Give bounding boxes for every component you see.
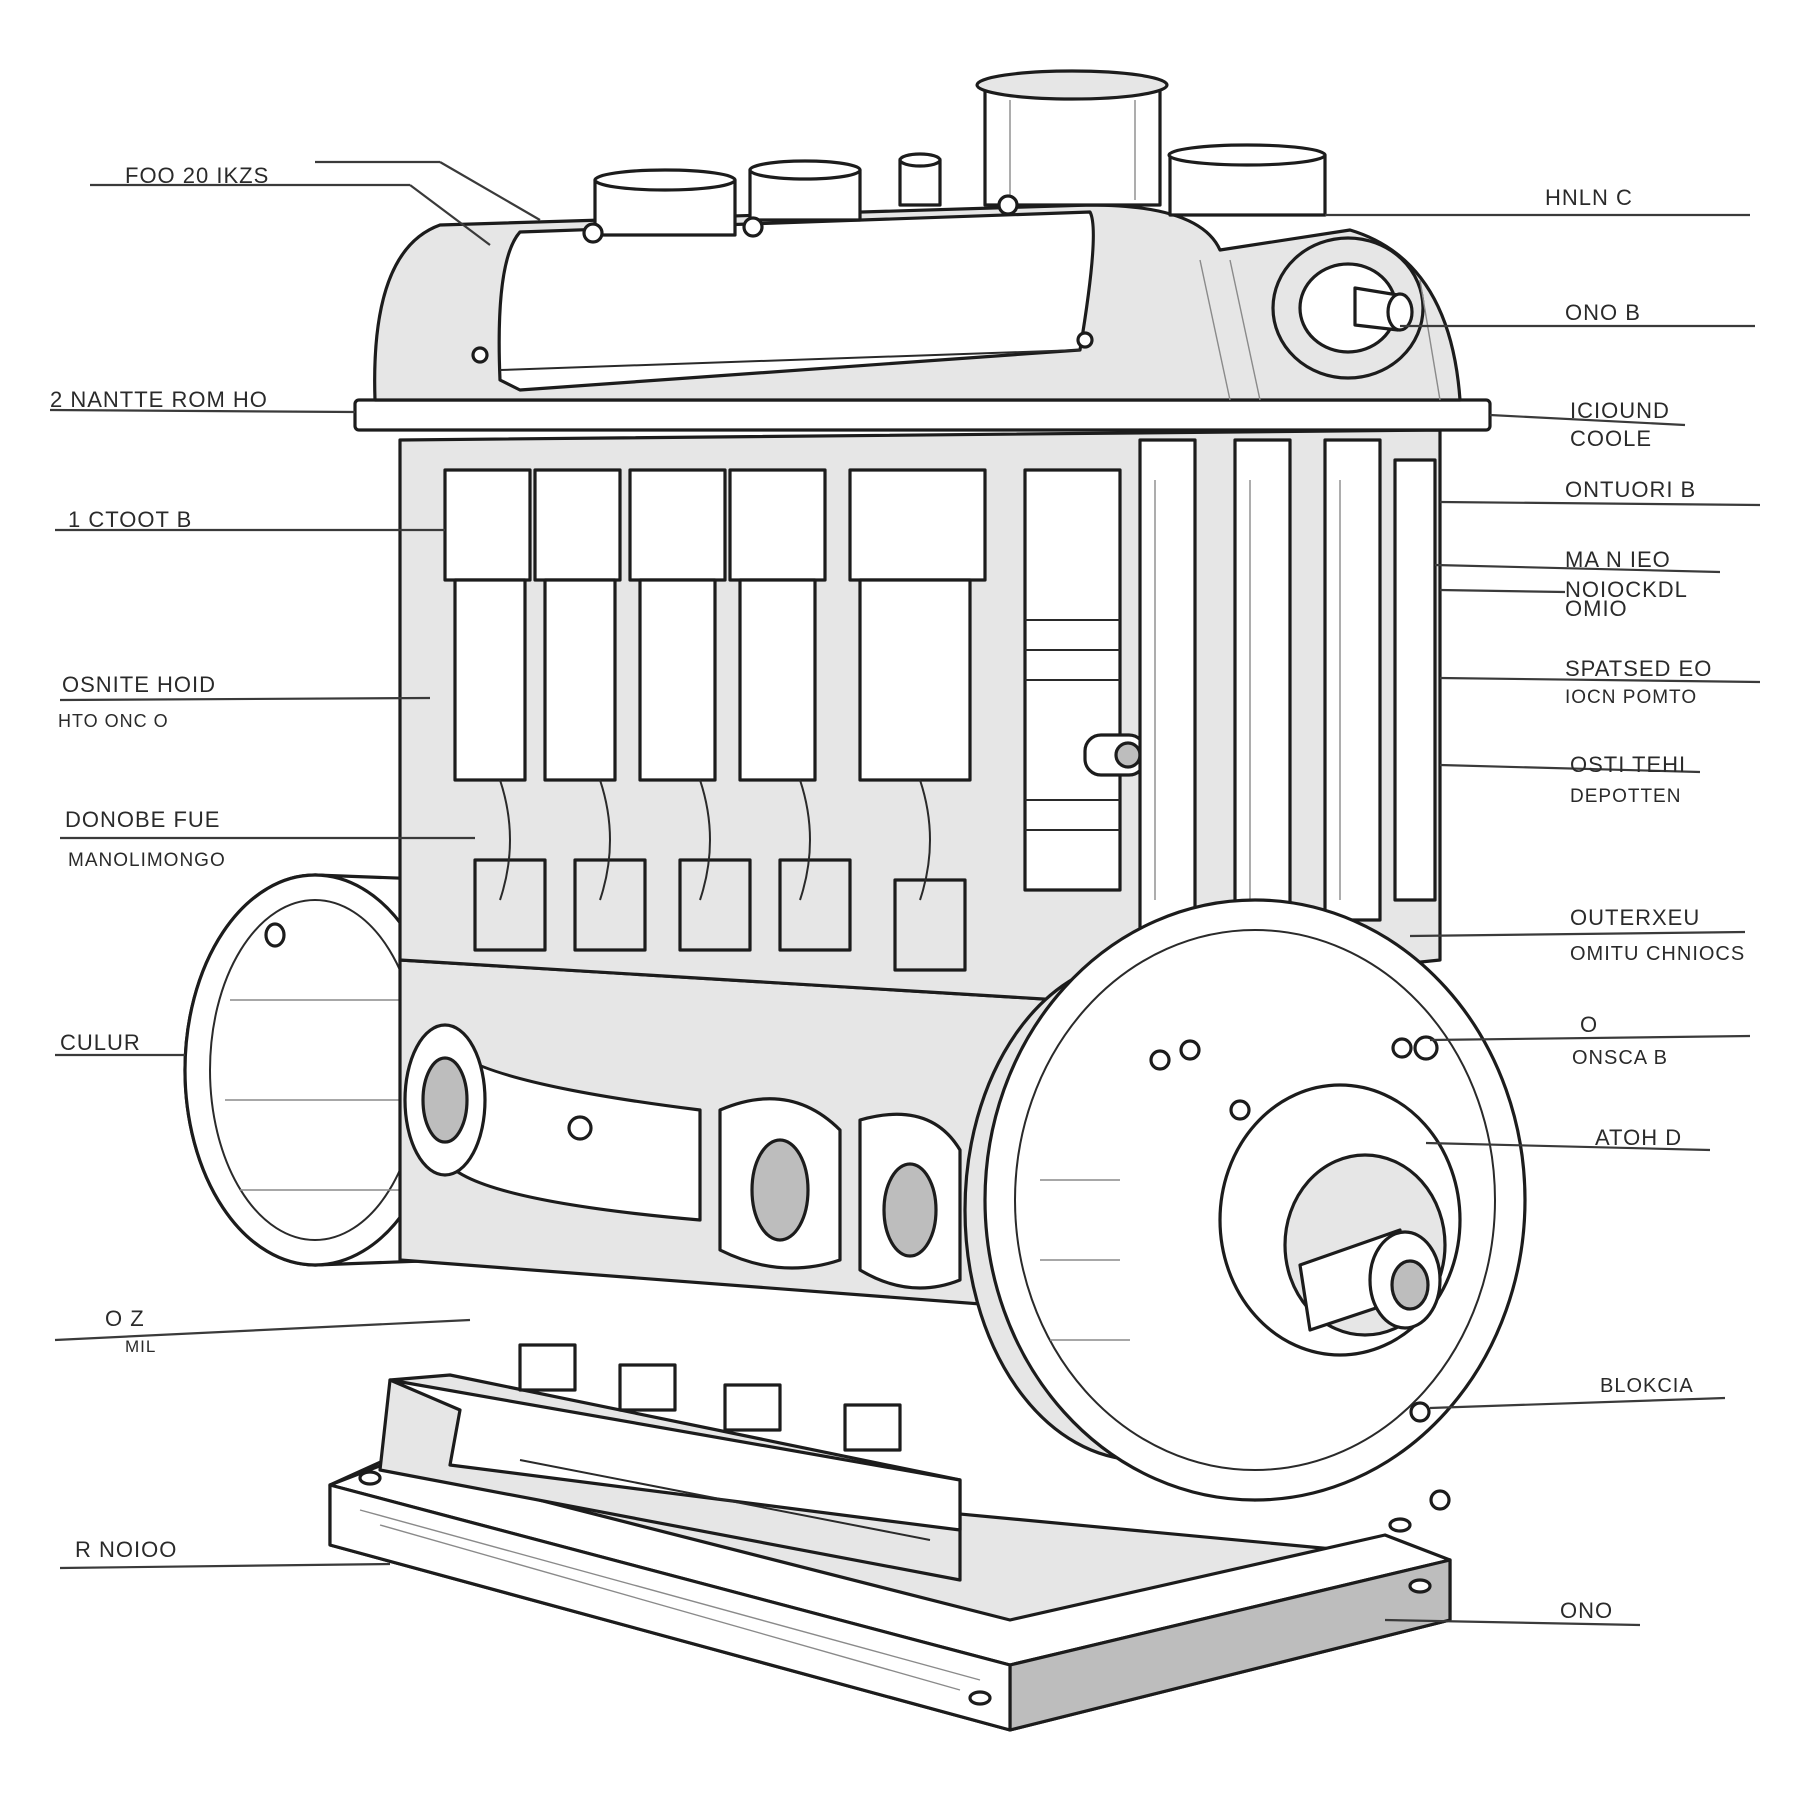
label-left-4b: HTO ONC O xyxy=(58,711,169,731)
label-left-4a: OSNITE HOID xyxy=(62,672,216,697)
leader-lines xyxy=(49,160,1761,1627)
label-left-3: 1 CTOOT B xyxy=(68,507,192,532)
label-right-9a: O xyxy=(1580,1012,1598,1037)
label-right-8a: OUTERXEU xyxy=(1570,905,1700,930)
label-left-7a: O Z xyxy=(105,1306,145,1331)
label-right-2: ONO B xyxy=(1565,300,1641,325)
sump xyxy=(378,1343,962,1582)
label-left-5b: MANOLIMONGO xyxy=(68,850,226,871)
base-plate xyxy=(328,1458,1452,1732)
label-right-4: ONTUORI B xyxy=(1565,477,1696,502)
crank-housing xyxy=(398,958,1062,1312)
label-right-6b: IOCN POMTO xyxy=(1565,687,1697,708)
label-left-1: FOO 20 IKZS xyxy=(125,163,269,188)
label-left-5a: DONOBE FUE xyxy=(65,807,220,832)
label-right-3b: COOLE xyxy=(1570,426,1652,451)
labels-left: FOO 20 IKZS 2 NANTTE ROM HO 1 CTOOT B OS… xyxy=(50,163,269,1562)
label-left-8: R NOIOO xyxy=(75,1537,177,1562)
engine-drawing-icon xyxy=(183,69,1527,1732)
label-right-11: BLOKCIA xyxy=(1600,1375,1694,1397)
label-right-3a: ICIOUND xyxy=(1570,398,1670,423)
label-right-9b: ONSCA B xyxy=(1572,1047,1668,1069)
labels-right: HNLN C ONO B ICIOUND COOLE ONTUORI B MA … xyxy=(1545,185,1745,1623)
right-flywheel xyxy=(963,898,1527,1511)
top-caps xyxy=(582,69,1327,244)
label-right-5b: NOIOCKDL xyxy=(1565,577,1688,602)
label-right-5c: OMIO xyxy=(1565,596,1628,621)
label-right-1: HNLN C xyxy=(1545,185,1633,210)
label-left-2: 2 NANTTE ROM HO xyxy=(50,387,268,412)
valve-cover xyxy=(353,203,1492,432)
label-left-6: CULUR xyxy=(60,1030,141,1055)
label-right-12: ONO xyxy=(1560,1598,1613,1623)
label-right-8b: OMITU CHNIOCS xyxy=(1570,943,1745,965)
label-right-6a: SPATSED EO xyxy=(1565,656,1712,681)
label-left-7b: MIL xyxy=(125,1337,156,1356)
cylinder-block xyxy=(398,428,1442,1002)
label-right-7a: OSTI TEHI xyxy=(1570,752,1686,777)
label-right-5a: MA N IEO xyxy=(1565,547,1671,572)
label-right-10: ATOH D xyxy=(1595,1125,1682,1150)
label-right-7b: DEPOTTEN xyxy=(1570,786,1681,807)
